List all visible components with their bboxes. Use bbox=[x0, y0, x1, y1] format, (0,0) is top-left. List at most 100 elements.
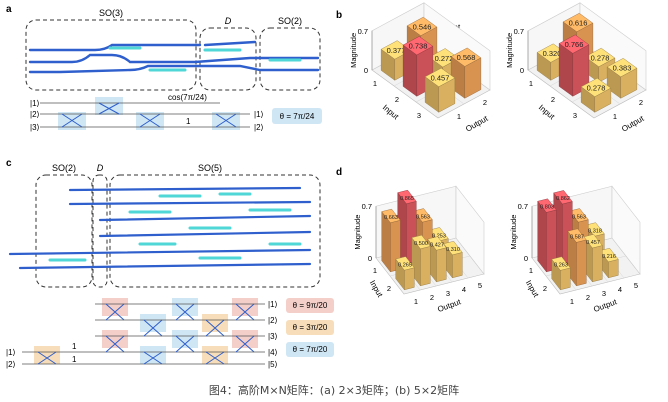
bar-value-label: 0.457 bbox=[586, 240, 600, 246]
output-tick-label: 2 bbox=[483, 98, 487, 107]
block-so2 bbox=[35, 174, 93, 288]
input-axis-label: Input bbox=[537, 103, 557, 122]
waveguide bbox=[98, 214, 312, 222]
bar-top bbox=[584, 47, 616, 67]
input-axis-label: Input bbox=[381, 103, 401, 122]
bar-front bbox=[560, 267, 571, 291]
bar-value-label: 0.263 bbox=[554, 263, 568, 269]
z-tick-label: 0.7 bbox=[514, 27, 524, 36]
beamsplitter-box bbox=[102, 330, 128, 348]
mode-label: |5⟩ bbox=[268, 360, 278, 369]
figure-canvas: a SO(3) D SO(2) bbox=[6, 2, 647, 369]
bar-top bbox=[395, 256, 415, 271]
bar-top bbox=[406, 16, 438, 36]
chart-b-theory: Theory00.7Magnitude12312InputOutput0.616… bbox=[505, 2, 647, 134]
bar-top bbox=[443, 241, 463, 256]
cos-label: cos(7π/24) bbox=[168, 93, 207, 102]
beamsplitter-box bbox=[140, 314, 166, 332]
theta-box bbox=[286, 298, 334, 313]
output-tick-label: 2 bbox=[586, 293, 590, 302]
mode-label: |2⟩ bbox=[6, 360, 16, 369]
bar-value-label: 0.500 bbox=[414, 241, 428, 247]
bar-front bbox=[404, 267, 415, 291]
bar: 0.383 bbox=[606, 58, 638, 99]
waveguide bbox=[68, 186, 302, 192]
bar-top bbox=[585, 222, 605, 237]
beamsplitter-box bbox=[95, 97, 123, 115]
chart-wall bbox=[611, 185, 641, 275]
bar-value-label: 0.865 bbox=[400, 196, 414, 202]
input-tick-label: 2 bbox=[543, 284, 547, 293]
z-tick-label: 0 bbox=[520, 66, 524, 75]
bar-top bbox=[606, 58, 638, 78]
panel-d-label: d bbox=[336, 167, 342, 178]
input-tick-label: 2 bbox=[551, 95, 555, 104]
bar-side bbox=[537, 200, 547, 273]
bar-top bbox=[567, 228, 587, 243]
input-tick-label: 3 bbox=[417, 111, 421, 120]
waveguide bbox=[98, 230, 312, 238]
chart-d-theory: Theory00.7Magnitude1212345InputOutput0.3… bbox=[509, 185, 641, 314]
bar-top bbox=[424, 67, 456, 87]
bar: 0.766 bbox=[558, 34, 590, 97]
bar-value-label: 0.563 bbox=[572, 214, 586, 220]
output-tick-label: 1 bbox=[414, 297, 418, 306]
block-so2-label: SO(2) bbox=[52, 163, 76, 173]
block-so2-label: SO(2) bbox=[278, 16, 302, 26]
bar-top bbox=[558, 34, 590, 54]
crossings bbox=[37, 303, 255, 365]
bar-top bbox=[402, 36, 434, 56]
panel-c: c SO(2) D SO(5) bbox=[6, 158, 334, 369]
bar-top bbox=[381, 208, 401, 223]
input-tick-label: 3 bbox=[573, 111, 577, 120]
z-tick-label: 0.7 bbox=[358, 27, 368, 36]
output-tick-label: 2 bbox=[639, 98, 643, 107]
crossing bbox=[98, 102, 120, 115]
bar-top bbox=[599, 247, 619, 263]
bar-value-label: 0.663 bbox=[384, 215, 398, 221]
bar-value-label: 0.265 bbox=[398, 262, 412, 268]
input-axis-label: Input bbox=[368, 279, 385, 300]
panel-c-label: c bbox=[6, 158, 12, 169]
crossing bbox=[139, 113, 161, 128]
bar-value-label: 0.278 bbox=[591, 53, 610, 62]
bar-top bbox=[411, 234, 431, 250]
bar-top bbox=[427, 236, 447, 251]
bar-top bbox=[569, 208, 589, 223]
bar-value-label: 0.427 bbox=[430, 242, 444, 248]
theta-label: θ = 3π/20 bbox=[293, 323, 328, 332]
bar-top bbox=[562, 12, 594, 33]
output-tick-label: 5 bbox=[634, 281, 638, 290]
theta-label: θ = 9π/20 bbox=[293, 301, 328, 310]
crossing bbox=[215, 113, 237, 128]
beamsplitter-box bbox=[232, 298, 258, 316]
output-axis-label: Output bbox=[592, 297, 618, 314]
bar-front bbox=[420, 246, 431, 287]
chart-d-experiment: Experiment00.7Magnitude1212345InputOutpu… bbox=[353, 185, 485, 314]
input-tick-label: 1 bbox=[529, 266, 533, 275]
panel-b-label: b bbox=[336, 10, 342, 21]
beamsplitter-box bbox=[202, 346, 228, 364]
output-tick-label: 1 bbox=[570, 297, 574, 306]
waveguide bbox=[28, 64, 320, 74]
mode-label: |2⟩ bbox=[268, 316, 278, 325]
z-tick-label: 0.7 bbox=[518, 202, 528, 211]
bar-value-label: 0.383 bbox=[613, 64, 632, 73]
panel-b: b Experiment00.7Magnitude12312InputOutpu… bbox=[336, 2, 647, 134]
bar: 0.738 bbox=[402, 36, 434, 97]
waveguide bbox=[8, 248, 312, 256]
bar-value-label: 0.377 bbox=[387, 46, 406, 55]
output-tick-label: 1 bbox=[457, 112, 461, 121]
z-tick-label: 0 bbox=[364, 66, 368, 75]
bar-value-label: 0.766 bbox=[565, 40, 584, 49]
z-axis-label: Magnitude bbox=[349, 33, 358, 68]
bar-value-label: 0.563 bbox=[416, 214, 430, 220]
beamsplitter-box bbox=[140, 346, 166, 364]
theta-box bbox=[286, 320, 334, 335]
bar: 0.803 bbox=[537, 198, 557, 273]
chart-b-experiment: Experiment00.7Magnitude12312InputOutput0… bbox=[349, 2, 491, 134]
panel-a-label: a bbox=[6, 4, 12, 15]
block-d-label: D bbox=[97, 163, 104, 173]
block-so5-label: SO(5) bbox=[198, 163, 222, 173]
bar-value-label: 0.272 bbox=[435, 54, 454, 63]
